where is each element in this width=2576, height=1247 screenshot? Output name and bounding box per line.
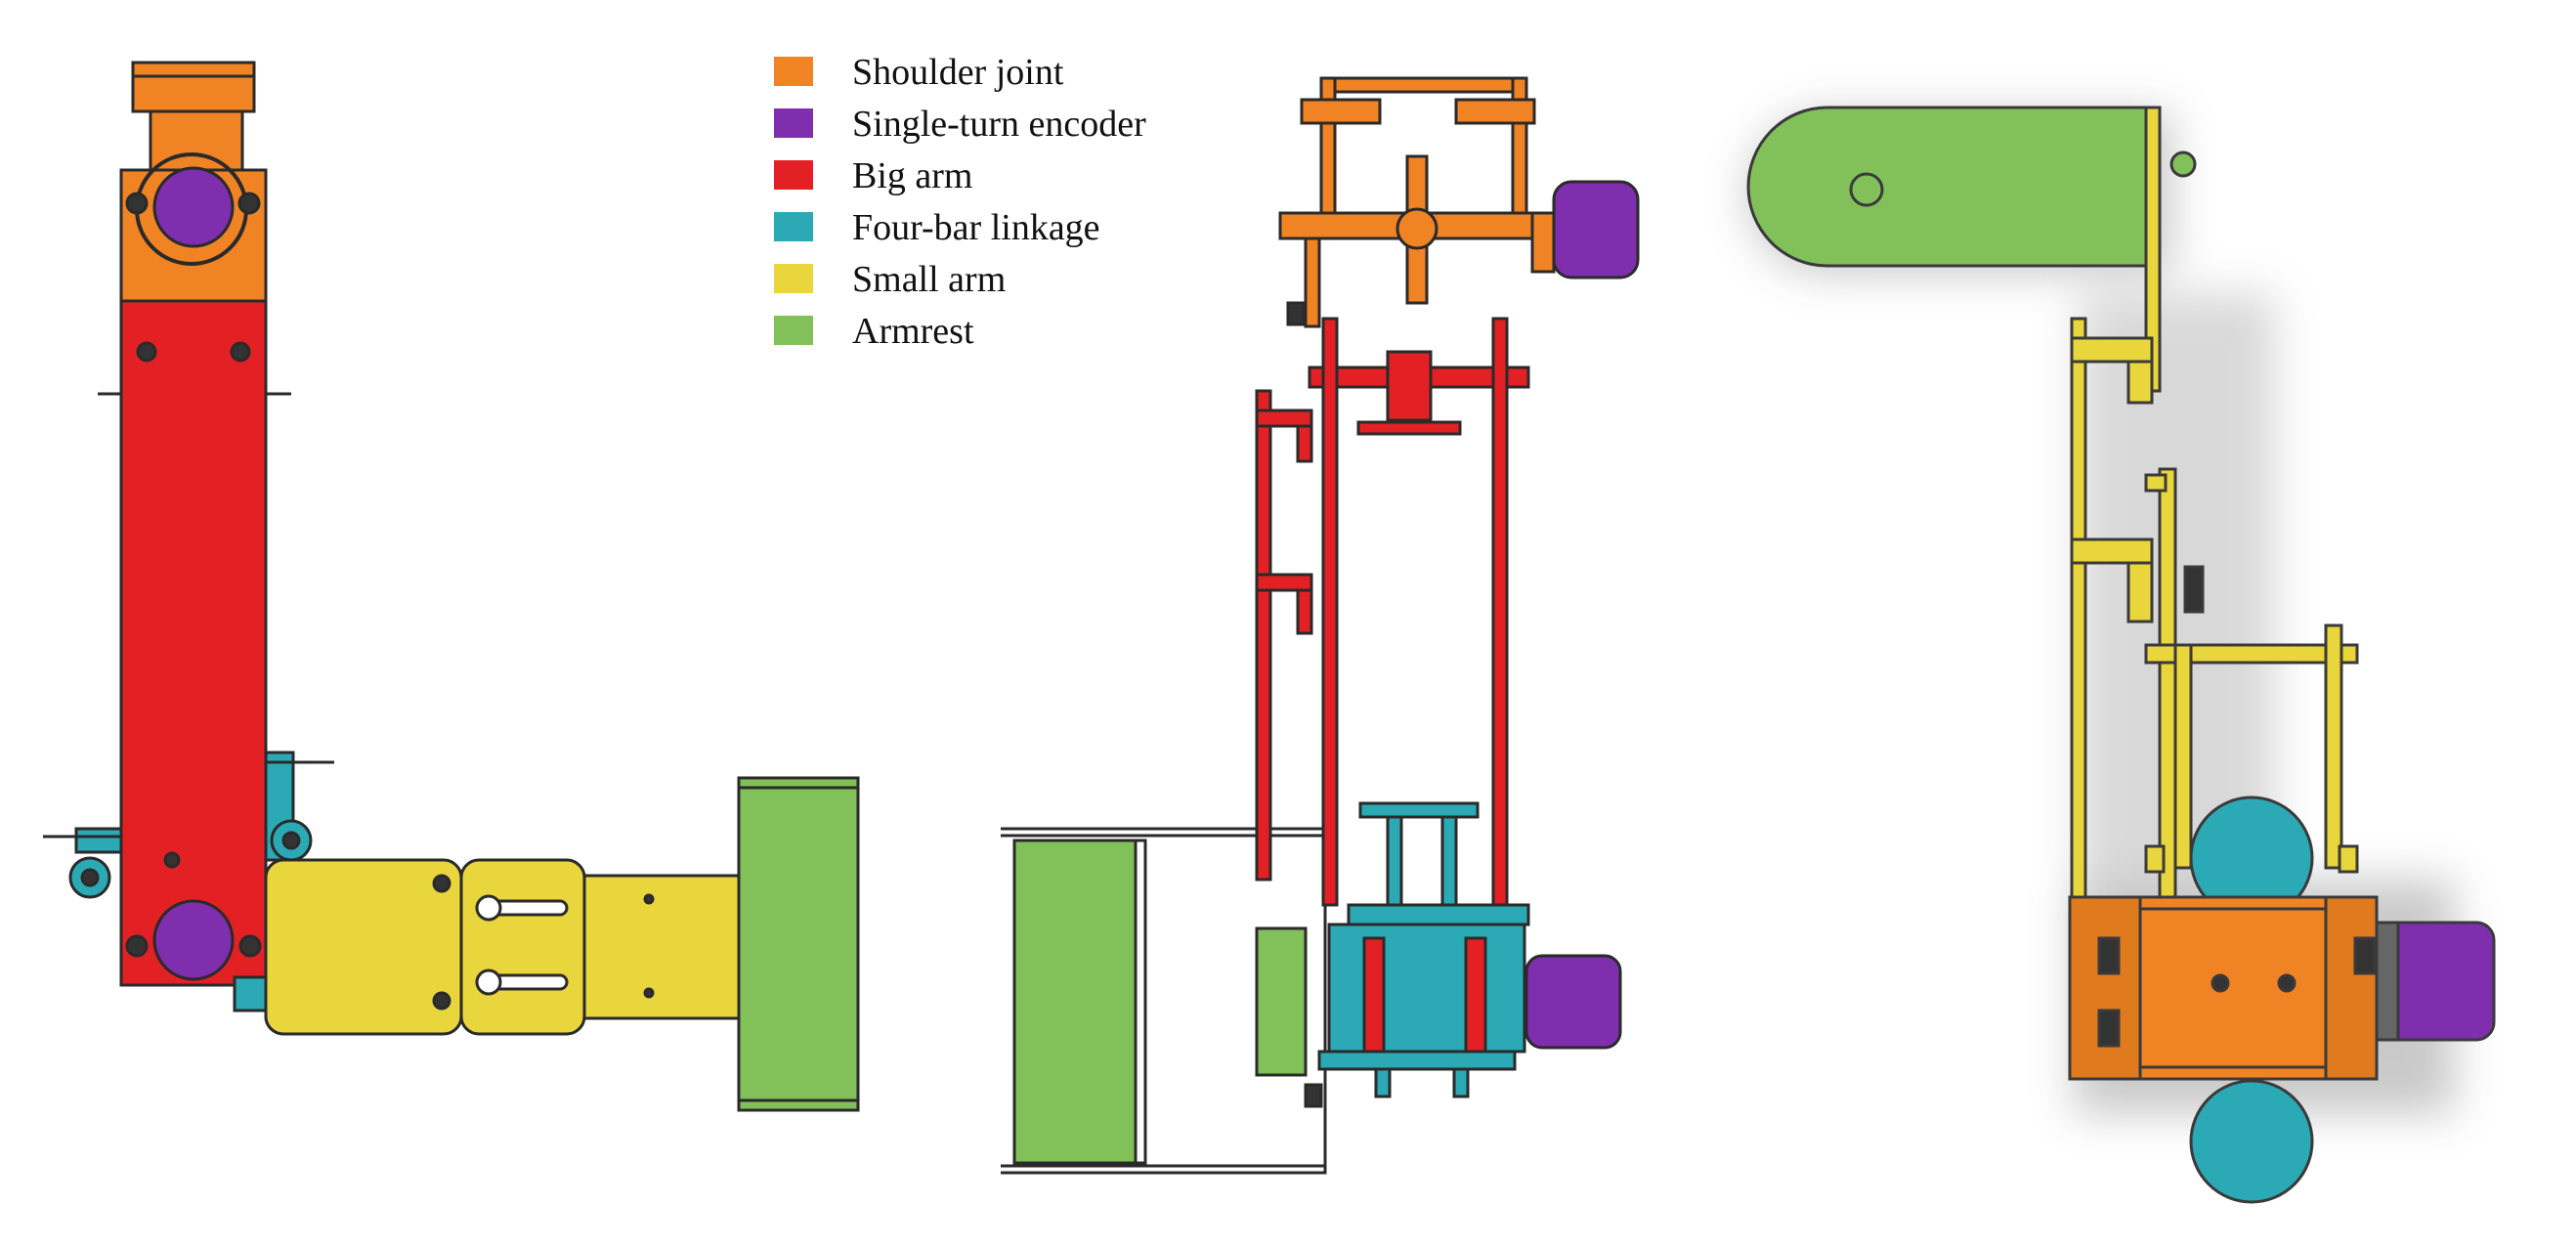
wing-nut-icon: [2169, 150, 2197, 178]
big-arm-part-side: [1255, 317, 1530, 907]
armrest-part-render: [1746, 106, 2148, 268]
legend-label: Small arm: [852, 259, 1006, 300]
small-arm-part-render: [2070, 317, 2359, 919]
encoder-side-bottom: [1524, 954, 1622, 1050]
legend-swatch: [774, 57, 813, 86]
four-bar-linkage-part-render: [2189, 796, 2314, 1204]
big-arm-part: [98, 299, 291, 987]
side-view: [1001, 76, 1640, 1175]
legend-swatch: [774, 160, 813, 190]
legend-swatch: [774, 212, 813, 241]
legend-swatch: [774, 264, 813, 293]
four-bar-linkage-part-side: [1304, 801, 1530, 1108]
front-view: [43, 61, 860, 1112]
legend-swatch: [774, 108, 813, 138]
encoder-top: [152, 166, 235, 248]
encoder-side-top: [1552, 180, 1640, 280]
armrest-part-side: [1001, 827, 1327, 1175]
legend-swatch: [774, 316, 813, 345]
small-arm-part: [264, 858, 848, 1036]
encoder-bottom: [152, 899, 235, 981]
armrest-part: [737, 776, 860, 1112]
legend-label: Single-turn encoder: [852, 104, 1146, 145]
legend-label: Four-bar linkage: [852, 207, 1100, 248]
shoulder-joint-part-render: [2068, 895, 2379, 1081]
legend-label: Big arm: [852, 155, 972, 196]
rendered-top-view: [1746, 106, 2496, 1204]
legend-label: Armrest: [852, 311, 974, 352]
legend-label: Shoulder joint: [852, 52, 1064, 93]
armrest-hole: [1849, 172, 1884, 207]
shoulder-joint-part-side: [1278, 76, 1556, 328]
